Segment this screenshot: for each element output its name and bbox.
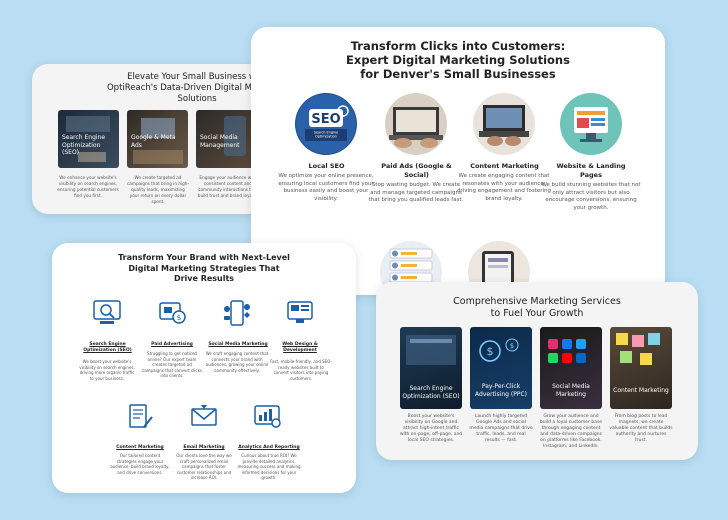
paid-ads-image [385, 93, 447, 155]
social-apps-icon [548, 339, 586, 363]
main-title-line-3: for Denver's Small Businesses [360, 67, 556, 81]
svg-text:$: $ [487, 345, 494, 358]
analytics-reporting-desc: Curious about true ROI? We provide detai… [237, 453, 301, 480]
services-title-line-2: to Fuel Your Growth [490, 308, 584, 319]
hands-laptop-icon [389, 107, 443, 148]
website-landing-image [560, 93, 622, 155]
ppc-service-label: Pay-Per-Click Advertising (PPC) [475, 383, 527, 398]
seo-magnifier-icon [93, 300, 121, 324]
main-card-title: Transform Clicks into Customers: Expert … [251, 39, 665, 81]
social-service-tile[interactable]: Social Media Marketing [540, 327, 602, 409]
seo-tile-desc: We enhance your website's visibility on … [57, 175, 119, 198]
paid-ads-title: Paid Ads (Google & Social) [381, 162, 452, 179]
seo-item-desc: We boost your website's visibility on se… [79, 359, 135, 381]
ads-tile-desc: We create targeted ad campaigns that bri… [127, 175, 189, 204]
seo-item-title[interactable]: Search Engine Optimization (SEO) [83, 342, 132, 353]
social-service-label: Social Media Marketing [552, 383, 590, 398]
phone-photo-icon [224, 116, 246, 156]
web-design-desc: Fast, mobile-friendly, and SEO-ready web… [270, 359, 332, 381]
social-tile-desc: Engage your audience with consistent con… [197, 175, 259, 198]
content-marketing-item-title[interactable]: Content Marketing [116, 445, 164, 450]
content-service-label: Content Marketing [613, 387, 669, 394]
local-seo-title: Local SEO [308, 162, 345, 170]
laptop-photo-icon [66, 116, 110, 162]
analytics-reporting-title[interactable]: Analytics And Reporting [238, 445, 300, 450]
social-media-marketing-title[interactable]: Social Media Marketing [208, 342, 268, 347]
typing-laptop-icon [479, 105, 529, 146]
website-landing-title: Website & Landing Pages [556, 162, 626, 179]
seo-service-desc: Boost your website's visibility on Googl… [399, 414, 463, 443]
strategies-title-line-2: Digital Marketing Strategies That [128, 263, 280, 273]
seo-tile-label: Search Engine Optimization (SEO) [62, 134, 106, 156]
web-design-icon [574, 107, 608, 142]
main-solutions-card: Transform Clicks into Customers: Expert … [251, 27, 665, 295]
seo-tile[interactable]: Search Engine Optimization (SEO) [58, 110, 119, 168]
ppc-dollar-icon: $ $ [479, 338, 519, 362]
content-marketing-title: Content Marketing [470, 162, 539, 170]
svg-text:$: $ [510, 342, 514, 350]
local-seo-desc: We optimize your online presence, ensuri… [278, 173, 374, 202]
desk-photo-icon [133, 118, 183, 164]
paid-advertising-desc: Struggling to get noticed online? Our ex… [142, 351, 202, 378]
svg-text:$: $ [177, 314, 181, 322]
content-service-tile[interactable]: Content Marketing [610, 327, 672, 409]
ppc-service-desc: Launch highly targeted Google Ads and so… [469, 414, 533, 443]
reviews-list-icon [389, 248, 433, 283]
seo-service-tile[interactable]: Search Engine Optimization (SEO) [400, 327, 462, 409]
seo-badge-text: SEO [311, 112, 340, 127]
web-design-title[interactable]: Web Design & Development [282, 342, 318, 353]
social-media-marketing-desc: We craft engaging content that connects … [205, 351, 269, 373]
content-marketing-desc: We create engaging content that resonate… [456, 173, 552, 202]
seo-service-label: Search Engine Optimization (SEO) [402, 385, 460, 400]
email-marketing-desc: Our clients love the way we craft person… [176, 453, 232, 480]
analytics-chart-icon [254, 405, 281, 428]
seo-photo-icon [406, 335, 456, 365]
content-marketing-image [473, 93, 535, 155]
comprehensive-services-card: Comprehensive Marketing Services to Fuel… [376, 282, 698, 460]
small-card-title: Elevate Your Small Business with OptiRea… [106, 72, 264, 104]
paid-ads-icon: $ [159, 302, 186, 324]
brand-strategies-card: Transform Your Brand with Next-Level Dig… [52, 243, 356, 493]
website-landing-desc: We build stunning websites that not only… [541, 182, 641, 211]
social-service-desc: Grow your audience and build a loyal cus… [539, 414, 603, 449]
strategies-card-title: Transform Your Brand with Next-Level Dig… [52, 253, 356, 285]
ppc-service-tile[interactable]: $ $ Pay-Per-Click Advertising (PPC) [470, 327, 532, 409]
paid-advertising-title[interactable]: Paid Advertising [151, 342, 193, 347]
social-media-icon [224, 300, 250, 326]
paid-ads-desc: Stop wasting budget. We create and manag… [368, 182, 464, 203]
strategies-title-line-3: Drive Results [173, 274, 235, 283]
email-envelope-icon [191, 405, 217, 426]
main-title-line-1: Transform Clicks into Customers: [350, 39, 566, 53]
small-business-card: Elevate Your Small Business with OptiRea… [32, 64, 264, 214]
ads-tile-label: Google & Meta Ads [131, 134, 176, 149]
strategies-title-line-1: Transform Your Brand with Next-Level [118, 253, 290, 262]
social-tile[interactable]: Social Media Management [196, 110, 257, 168]
email-marketing-title[interactable]: Email Marketing [183, 445, 225, 450]
services-card-title: Comprehensive Marketing Services to Fuel… [376, 296, 698, 320]
web-design-monitor-icon [287, 301, 313, 323]
content-service-desc: From blog posts to lead magnets, we crea… [609, 414, 673, 443]
main-title-line-2: Expert Digital Marketing Solutions [346, 53, 570, 67]
content-marketing-item-desc: Our tailored content strategies engage y… [110, 453, 170, 475]
sticky-notes-icon [616, 333, 660, 365]
content-document-icon [129, 404, 153, 428]
ads-tile[interactable]: Google & Meta Ads [127, 110, 188, 168]
social-tile-label: Social Media Management [200, 134, 240, 149]
services-title-line-1: Comprehensive Marketing Services [453, 296, 621, 307]
